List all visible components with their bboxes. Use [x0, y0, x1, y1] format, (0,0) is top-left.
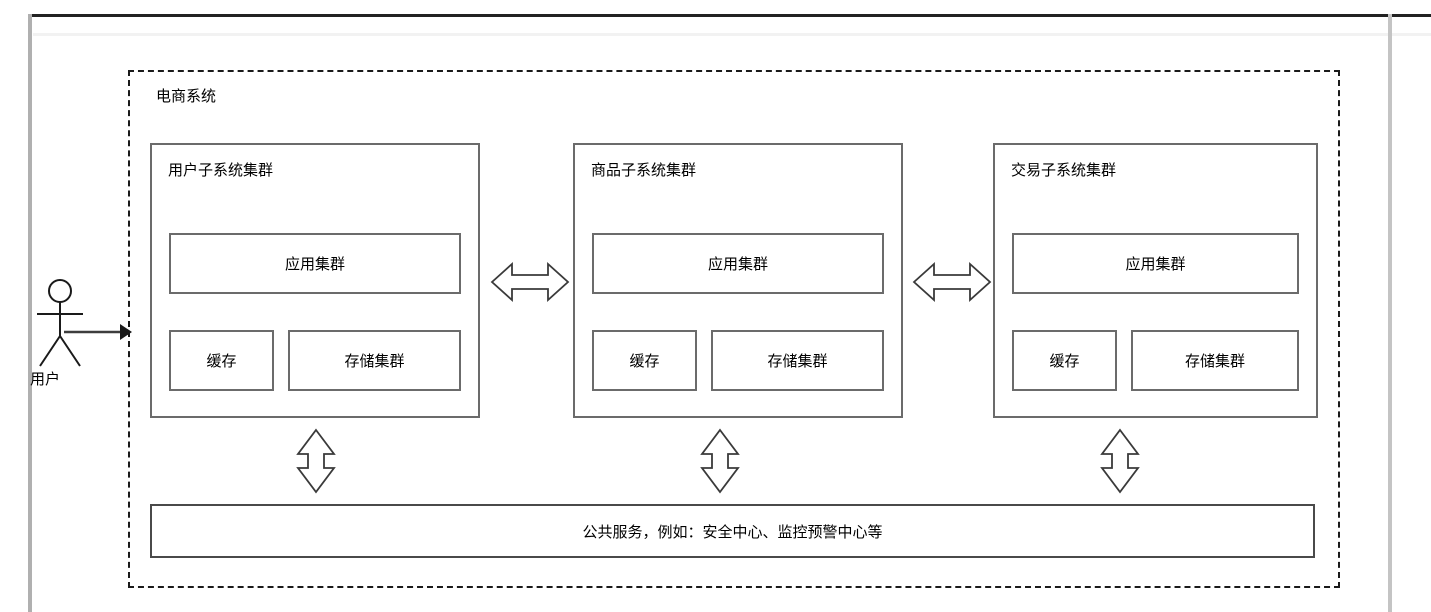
- double-headed-horizontal-arrow-icon: [912, 258, 992, 306]
- storage-cluster-box[interactable]: 存储集群: [711, 330, 884, 391]
- cluster-title: 交易子系统集群: [1011, 162, 1117, 179]
- double-headed-vertical-arrow-icon: [1100, 428, 1140, 494]
- system-boundary: [128, 70, 1340, 588]
- app-cluster-box[interactable]: 应用集群: [1012, 233, 1299, 294]
- editor-toolbar-strip: [33, 17, 1431, 36]
- cluster-title: 用户子系统集群: [168, 162, 274, 179]
- shared-services-bar[interactable]: 公共服务，例如：安全中心、监控预警中心等: [150, 504, 1315, 558]
- cluster-user-subsystem[interactable]: 用户子系统集群 应用集群 缓存 存储集群: [150, 143, 480, 418]
- double-headed-vertical-arrow-icon: [700, 428, 740, 494]
- cache-box[interactable]: 缓存: [169, 330, 274, 391]
- cache-box[interactable]: 缓存: [592, 330, 697, 391]
- system-title: 电商系统: [156, 88, 217, 105]
- cluster-product-subsystem[interactable]: 商品子系统集群 应用集群 缓存 存储集群: [573, 143, 903, 418]
- editor-left-rail: [28, 14, 32, 612]
- cluster-trade-subsystem[interactable]: 交易子系统集群 应用集群 缓存 存储集群: [993, 143, 1318, 418]
- editor-top-border: [31, 14, 1431, 17]
- double-headed-horizontal-arrow-icon: [490, 258, 570, 306]
- storage-cluster-box[interactable]: 存储集群: [1131, 330, 1299, 391]
- editor-right-rail: [1388, 14, 1392, 612]
- actor-label: 用户: [30, 371, 61, 388]
- app-cluster-box[interactable]: 应用集群: [592, 233, 884, 294]
- actor-to-system-arrow-icon: [62, 312, 134, 352]
- cache-box[interactable]: 缓存: [1012, 330, 1117, 391]
- double-headed-vertical-arrow-icon: [296, 428, 336, 494]
- actor-icon: [32, 278, 88, 368]
- cluster-title: 商品子系统集群: [591, 162, 697, 179]
- storage-cluster-box[interactable]: 存储集群: [288, 330, 461, 391]
- app-cluster-box[interactable]: 应用集群: [169, 233, 461, 294]
